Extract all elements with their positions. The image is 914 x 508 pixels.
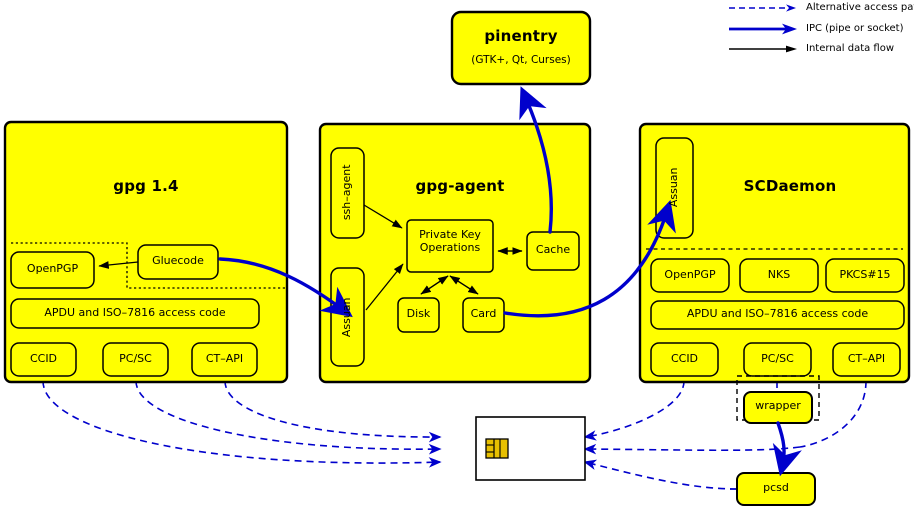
scdaemon-child-ctapi[interactable] [832, 342, 901, 377]
arrow-card-to-pkops [449, 275, 479, 295]
gpgagent-child-disk[interactable] [397, 297, 440, 333]
arrow-sshagent-to-pkops [363, 204, 403, 229]
arrow-disk-to-pkops [420, 275, 449, 295]
gpg-child-pcsc[interactable] [102, 342, 169, 377]
gpg-child-ccid[interactable] [10, 342, 77, 377]
ipc-gpg-to-gpgagent [218, 257, 353, 318]
ipc-gpgagent-to-scdaemon [503, 199, 676, 318]
gpgagent-child-ssh-agent[interactable] [330, 147, 365, 239]
ipc-wrapper-to-pcsd [772, 421, 802, 477]
gpg-dotted-region [11, 242, 287, 289]
node-pinentry[interactable] [450, 10, 592, 86]
scdaemon-child-ccid[interactable] [650, 342, 719, 377]
scdaemon-child-apdu[interactable] [650, 300, 905, 330]
gpg-child-ctapi[interactable] [191, 342, 258, 377]
scdaemon-child-pkcs15[interactable] [825, 258, 905, 293]
gpgagent-child-card[interactable] [462, 297, 505, 333]
scdaemon-child-nks[interactable] [739, 258, 819, 293]
smartcard-chip-icon [485, 438, 509, 459]
gpgagent-child-cache[interactable] [526, 231, 580, 271]
arrow-assuan-to-pkops [365, 263, 404, 311]
gpg-child-openpgp[interactable] [10, 251, 95, 289]
gpgagent-child-pkops[interactable] [406, 219, 494, 273]
gpg-child-apdu[interactable] [10, 298, 260, 329]
arrow-gluecode-to-openpgp [98, 261, 139, 269]
scdaemon-child-openpgp[interactable] [650, 258, 730, 293]
ipc-gpgagent-to-pinentry [519, 86, 553, 234]
